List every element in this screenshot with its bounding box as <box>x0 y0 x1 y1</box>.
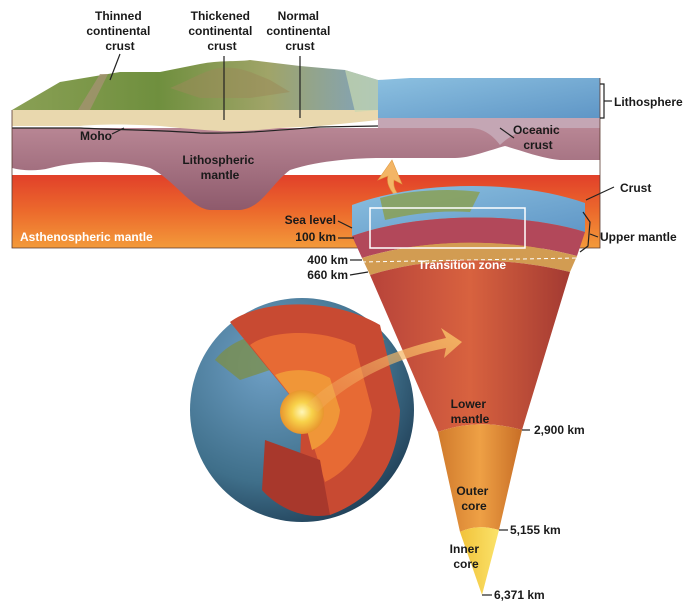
label-depth-660: 660 km <box>307 268 348 282</box>
label-depth-2900: 2,900 km <box>534 423 585 437</box>
label-upper-mantle: Upper mantle <box>600 230 677 244</box>
label-sea-level: Sea level <box>285 213 336 227</box>
label-thinned-crust: Thinned continental crust <box>86 9 153 53</box>
globe-cutaway <box>190 298 414 522</box>
label-lower-mantle: Lower mantle <box>451 397 490 426</box>
label-outer-core: Outer core <box>456 484 491 513</box>
label-inner-core: Inner core <box>450 542 483 571</box>
label-depth-6371: 6,371 km <box>494 588 545 602</box>
label-lithosphere: Lithosphere <box>614 95 683 109</box>
label-normal-crust: Normal continental crust <box>266 9 333 53</box>
ocean-surface <box>378 78 600 118</box>
label-asthenospheric-mantle: Asthenospheric mantle <box>20 230 153 244</box>
label-thickened-crust: Thickened continental crust <box>188 9 255 53</box>
label-depth-400: 400 km <box>307 253 348 267</box>
label-moho: Moho <box>80 129 112 143</box>
label-transition-zone: Transition zone <box>418 258 506 272</box>
label-depth-5155: 5,155 km <box>510 523 561 537</box>
slice-outer-core <box>438 424 522 532</box>
label-crust: Crust <box>620 181 651 195</box>
label-depth-100: 100 km <box>295 230 336 244</box>
